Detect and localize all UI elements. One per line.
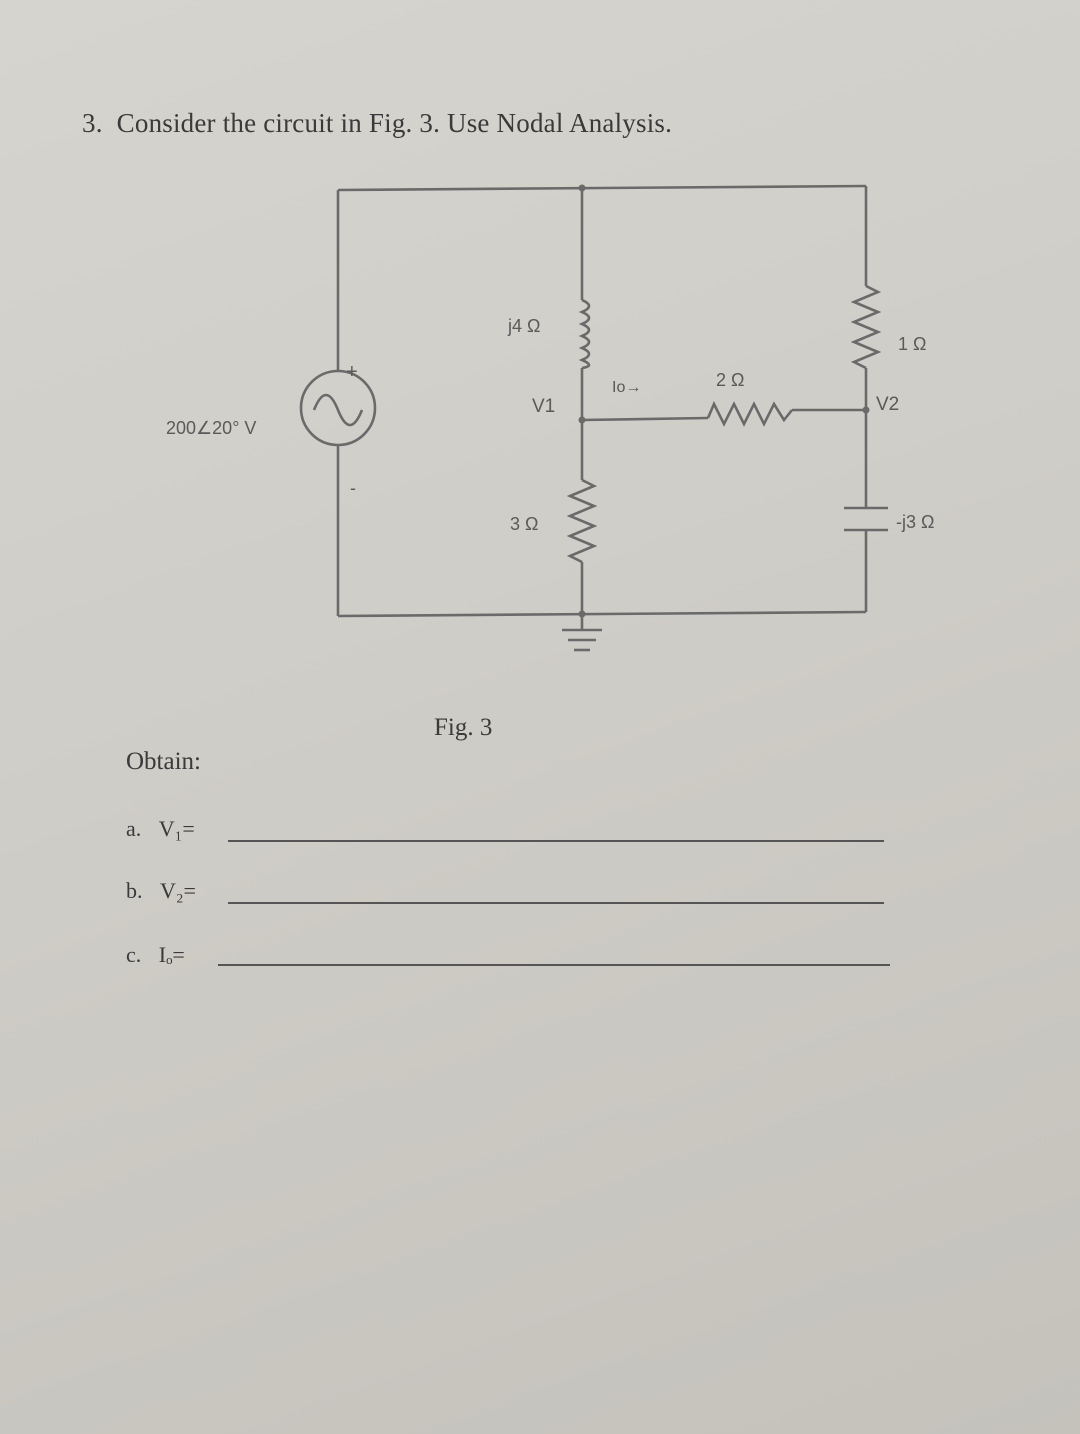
node-top [578, 184, 586, 192]
figure-caption: Fig. 3 [434, 714, 493, 741]
node2-label: V2 [876, 394, 899, 415]
current-label: Io→ [612, 379, 641, 396]
answer-label: V₂= [160, 878, 196, 903]
answer-label: V₁= [158, 816, 195, 841]
source-minus: - [350, 478, 356, 498]
resistor-2-ohm [706, 400, 794, 427]
bottom-wire [337, 610, 867, 618]
resistor-3-ohm [566, 478, 598, 564]
node1-label: V1 [532, 396, 555, 417]
source-circle [299, 369, 377, 447]
answer-letter: a. [126, 816, 142, 841]
resistor-1-ohm [850, 284, 882, 370]
answer-label: Iₒ= [158, 942, 185, 967]
v1-wire [581, 416, 709, 422]
question-text: 3. Consider the circuit in Fig. 3. Use No… [82, 108, 672, 139]
cap-label: -j3 Ω [896, 512, 934, 532]
r2-label: 2 Ω [716, 370, 744, 390]
answer-line-a[interactable] [228, 840, 884, 842]
question-number: 3. [82, 108, 103, 138]
obtain-label: Obtain: [126, 748, 201, 775]
answer-letter: c. [126, 942, 142, 967]
sine-icon [312, 393, 364, 427]
top-wire [337, 184, 867, 192]
node-v2 [862, 406, 870, 414]
r3-label: 3 Ω [510, 514, 538, 534]
answer-row-c: c. Iₒ= [126, 942, 890, 968]
answer-row-a: a. V₁= [126, 816, 884, 842]
node-bottom [578, 610, 586, 618]
question-statement: Consider the circuit in Fig. 3. Use Noda… [116, 108, 673, 138]
source-plus: + [346, 361, 358, 383]
answer-row-b: b. V₂= [126, 878, 884, 904]
inductor-coil [578, 298, 591, 370]
answer-letter: b. [126, 878, 143, 903]
answer-line-c[interactable] [218, 964, 890, 966]
node-v1 [578, 416, 586, 424]
source-label: 200∠20° V [166, 418, 256, 438]
answer-line-b[interactable] [228, 902, 884, 904]
r1-label: 1 Ω [898, 334, 926, 354]
inductor-label: j4 Ω [507, 316, 540, 336]
